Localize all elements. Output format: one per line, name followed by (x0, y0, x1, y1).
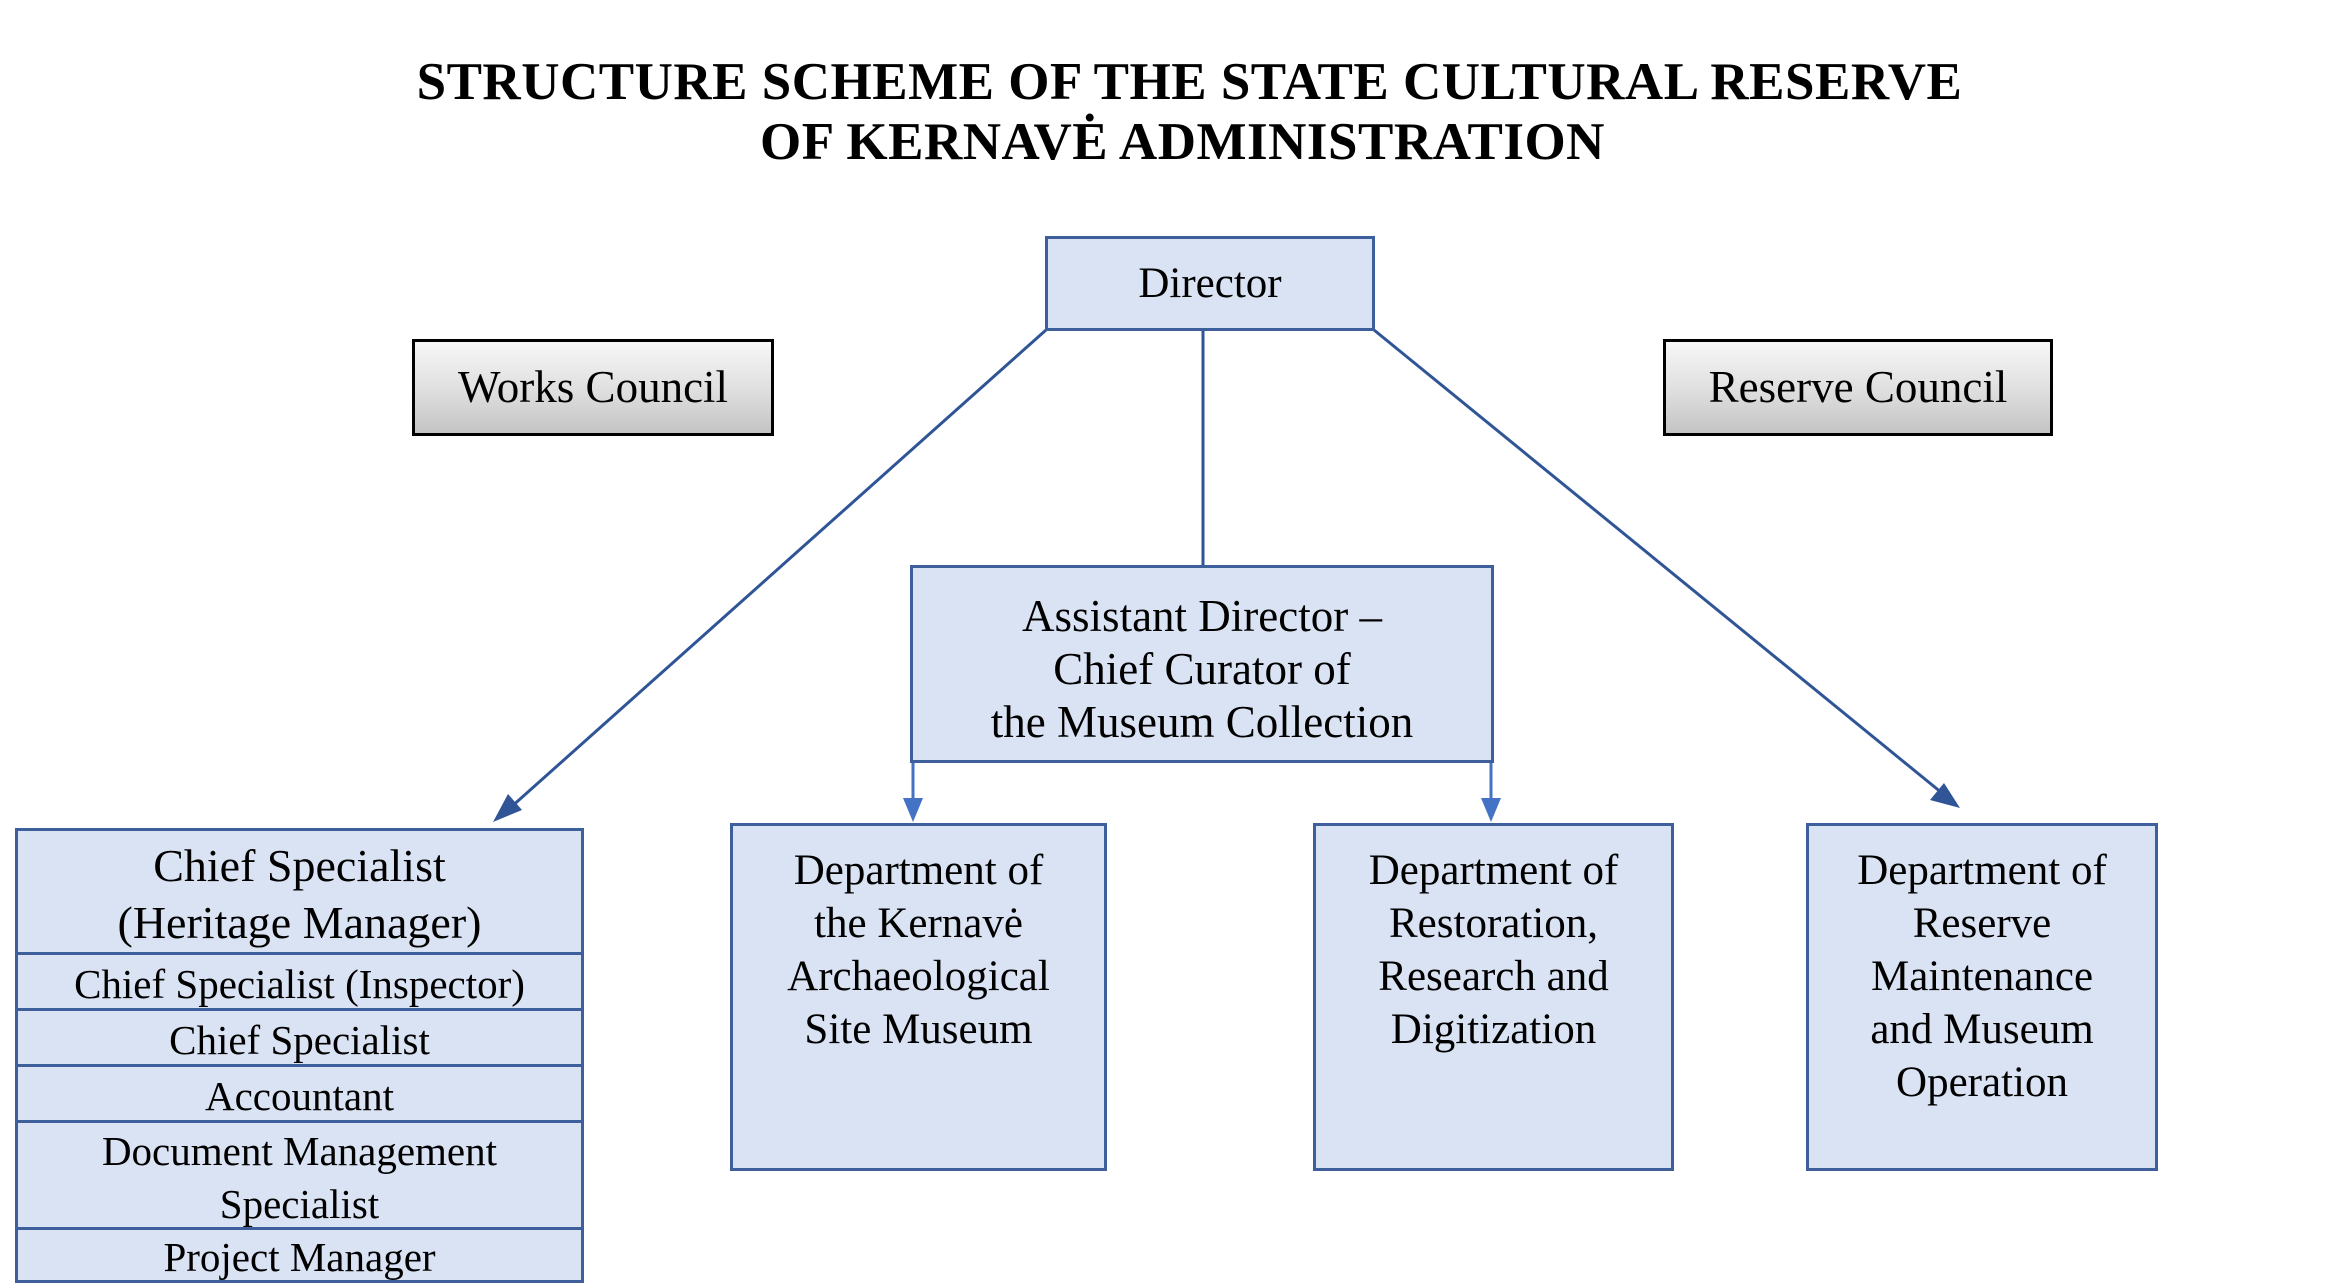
works-council-label: Works Council (457, 362, 729, 412)
heritage-manager-line-1: Chief Specialist (153, 840, 446, 891)
dept-restoration-line-1: Department of (1368, 847, 1619, 894)
document-management-cell: Document Management Specialist (18, 1125, 581, 1231)
divider (18, 1120, 581, 1123)
connector-director-maintenance (1373, 328, 1943, 795)
divider (18, 952, 581, 955)
dept-restoration-line-4: Digitization (1390, 1006, 1597, 1053)
director-box: Director (1045, 236, 1375, 331)
specialists-stack: Chief Specialist (Heritage Manager) Chie… (15, 828, 584, 1283)
connector-director-specialists (509, 328, 1047, 810)
dept-restoration-box: Department of Restoration, Research and … (1313, 823, 1674, 1171)
reserve-council-label: Reserve Council (1708, 362, 2008, 412)
dept-museum-line-1: Department of (793, 847, 1044, 894)
director-label: Director (1138, 260, 1282, 307)
diagram-title: STRUCTURE SCHEME OF THE STATE CULTURAL R… (0, 52, 2343, 172)
dept-museum-line-4: Site Museum (804, 1006, 1033, 1053)
arrowhead-museum (903, 798, 923, 822)
chief-specialist-label: Chief Specialist (169, 1017, 430, 1063)
assistant-director-line-3: the Museum Collection (990, 697, 1414, 747)
arrowhead-restoration (1481, 798, 1501, 822)
dept-restoration-line-3: Research and (1378, 953, 1609, 1000)
heritage-manager-cell: Chief Specialist (Heritage Manager) (18, 837, 581, 951)
arrowhead-specialists (493, 794, 522, 822)
project-manager-cell: Project Manager (18, 1231, 581, 1284)
title-line-1: STRUCTURE SCHEME OF THE STATE CULTURAL R… (416, 53, 1963, 111)
divider (18, 1008, 581, 1011)
project-manager-label: Project Manager (163, 1234, 436, 1280)
dept-restoration-line-2: Restoration, (1389, 900, 1598, 947)
title-line-2: OF KERNAVĖ ADMINISTRATION (760, 113, 1605, 171)
accountant-cell: Accountant (18, 1070, 581, 1123)
dept-museum-line-2: the Kernavė (814, 900, 1023, 947)
accountant-label: Accountant (205, 1073, 394, 1119)
document-management-line-2: Specialist (219, 1181, 380, 1227)
chief-specialist-cell: Chief Specialist (18, 1014, 581, 1067)
inspector-cell: Chief Specialist (Inspector) (18, 958, 581, 1011)
dept-maintenance-box: Department of Reserve Maintenance and Mu… (1806, 823, 2158, 1171)
document-management-line-1: Document Management (101, 1128, 498, 1174)
arrowhead-maintenance (1930, 783, 1960, 808)
dept-maintenance-line-5: Operation (1896, 1059, 2068, 1106)
dept-museum-line-3: Archaeological (787, 953, 1050, 1000)
reserve-council-box: Reserve Council (1663, 339, 2053, 436)
dept-maintenance-line-2: Reserve (1912, 900, 2052, 947)
dept-maintenance-line-1: Department of (1857, 847, 2107, 894)
dept-maintenance-line-3: Maintenance (1870, 953, 2094, 1000)
divider (18, 1227, 581, 1230)
heritage-manager-line-2: (Heritage Manager) (117, 897, 482, 948)
assistant-director-box: Assistant Director – Chief Curator of th… (910, 565, 1494, 763)
dept-maintenance-line-4: and Museum (1870, 1006, 2094, 1053)
assistant-director-line-1: Assistant Director – (1022, 591, 1382, 641)
works-council-box: Works Council (412, 339, 774, 436)
dept-museum-box: Department of the Kernavė Archaeological… (730, 823, 1107, 1171)
inspector-label: Chief Specialist (Inspector) (74, 961, 525, 1007)
assistant-director-line-2: Chief Curator of (1053, 644, 1351, 694)
divider (18, 1064, 581, 1067)
